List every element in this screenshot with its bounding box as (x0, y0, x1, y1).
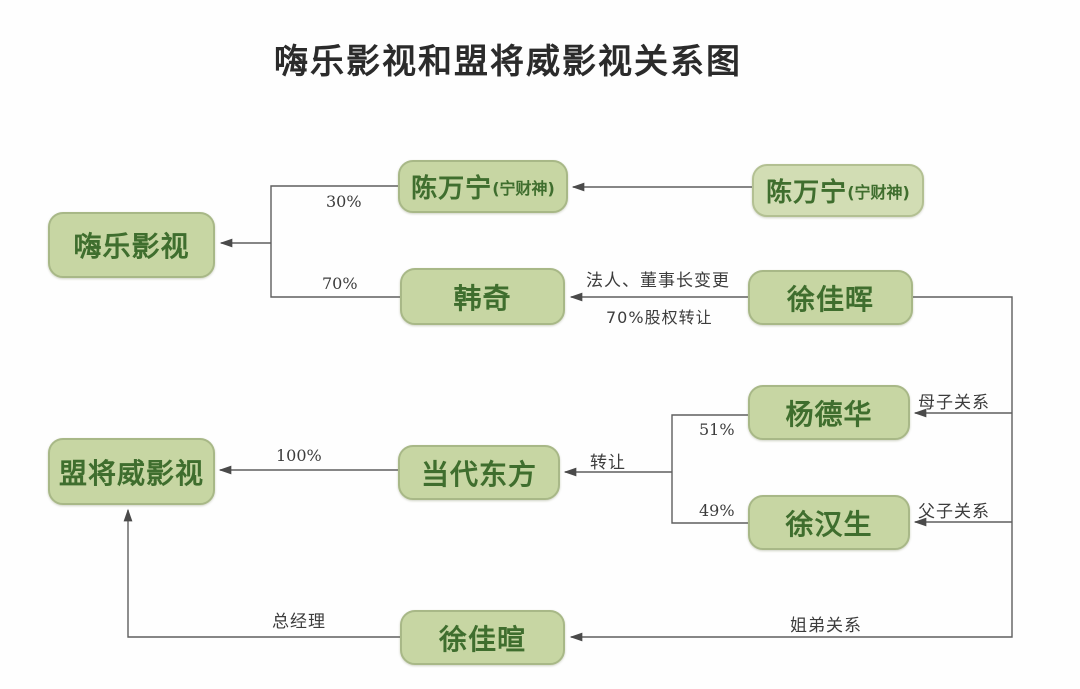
node-xu-jiaxuan: 徐佳暄 (400, 610, 565, 665)
node-han-qi: 韩奇 (400, 268, 565, 325)
node-chen-wanning-mid: 陈万宁(宁财神) (398, 160, 568, 213)
edge-label-transfer: 转让 (590, 453, 626, 473)
node-haile-yingshi: 嗨乐影视 (48, 212, 215, 278)
edge-label-51pct: 51% (699, 420, 735, 439)
edge-label-70pct: 70% (322, 274, 358, 293)
edge-5149-junction (671, 414, 748, 524)
node-yang-dehua: 杨德华 (748, 385, 910, 440)
node-chen-wanning-right: 陈万宁(宁财神) (752, 164, 924, 217)
edge-label-general-manager: 总经理 (272, 612, 326, 632)
node-dangdai-dongfang: 当代东方 (398, 445, 560, 500)
edge-right-rail-to-xujiaxuan (569, 296, 1013, 642)
edge-label-equity-transfer: 70%股权转让 (606, 308, 713, 327)
edge-label-legal-change: 法人、董事长变更 (586, 271, 730, 291)
edge-label-100pct: 100% (276, 446, 322, 465)
edge-label-30pct: 30% (326, 192, 362, 211)
edge-label-sister-brother: 姐弟关系 (790, 616, 862, 636)
edge-label-49pct: 49% (699, 501, 735, 520)
edge-label-mother-son: 母子关系 (918, 393, 990, 413)
edge-label-father-son: 父子关系 (918, 502, 990, 522)
node-xu-hansheng: 徐汉生 (748, 495, 910, 550)
edge-left-junction (270, 185, 400, 298)
node-mengjiangwei-yingshi: 盟将威影视 (48, 438, 215, 505)
edge-xujiaxuan-to-mengjiangwei (123, 508, 400, 638)
diagram-title: 嗨乐影视和盟将威影视关系图 (274, 42, 742, 82)
node-xu-jiahui: 徐佳晖 (748, 270, 913, 325)
